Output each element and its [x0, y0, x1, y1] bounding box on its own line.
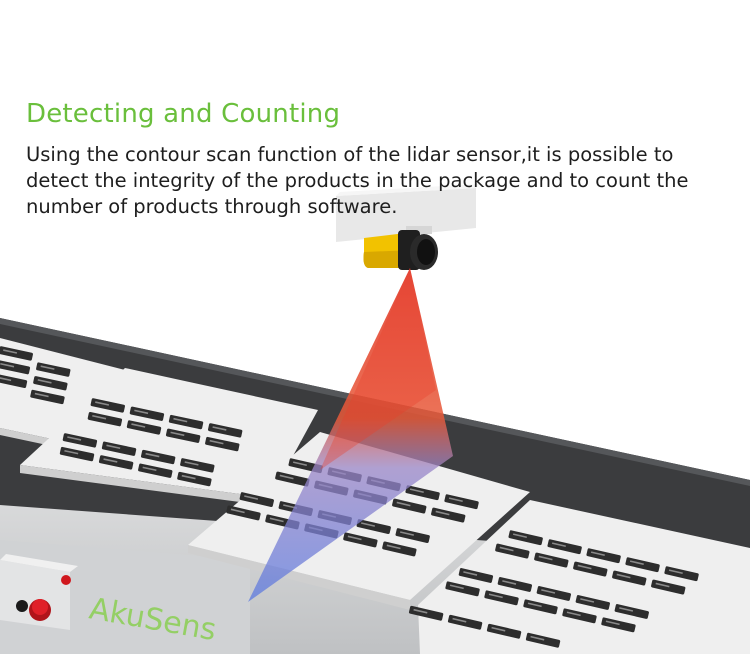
caption-block: Detecting and Counting Using the contour… — [26, 96, 726, 220]
scan-beam — [248, 268, 453, 602]
section-description: Using the contour scan function of the l… — [26, 143, 689, 218]
indicator-icon — [16, 600, 28, 612]
product-tray — [408, 500, 750, 654]
control-box — [0, 554, 78, 630]
emergency-stop-icon — [29, 599, 51, 621]
section-title: Detecting and Counting — [26, 99, 341, 129]
sensor-bracket — [336, 184, 480, 242]
product-tray — [20, 368, 318, 506]
lidar-sensor-icon — [363, 230, 438, 270]
